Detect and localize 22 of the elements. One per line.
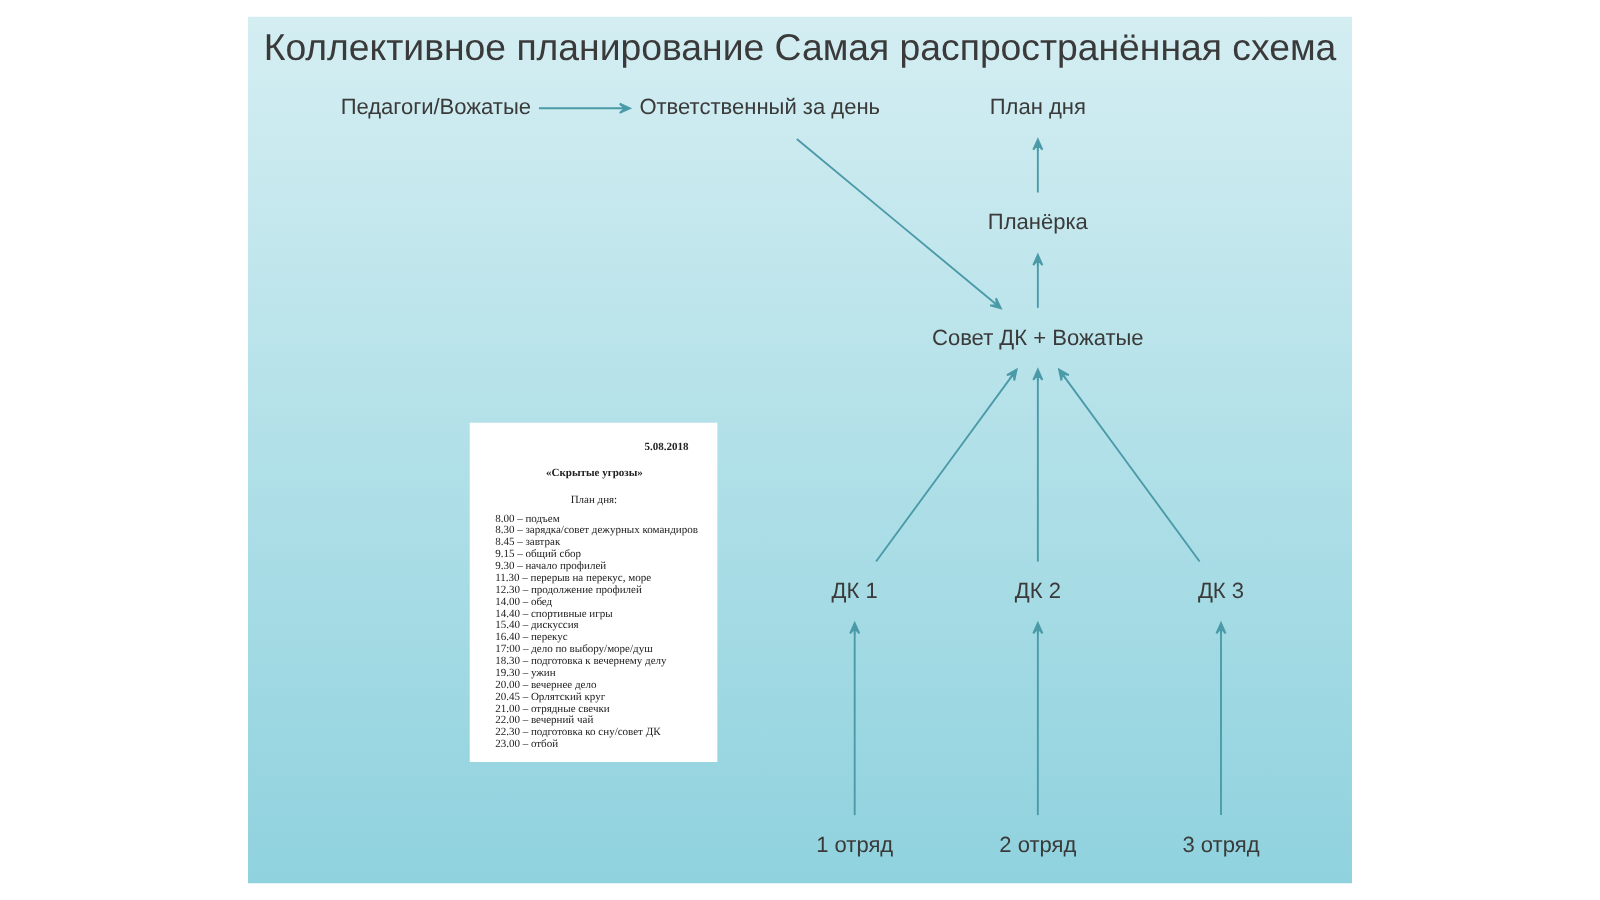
node-text: ДК 1: [831, 580, 878, 605]
arrow: [1215, 622, 1227, 817]
arrow: [1032, 368, 1044, 563]
node-text: Ответственный за день: [639, 96, 881, 121]
arrow: [1032, 138, 1044, 194]
arrow: [1032, 253, 1044, 309]
node-text: План дня: [989, 96, 1086, 121]
arrow: [875, 368, 1018, 563]
arrow: [538, 102, 631, 114]
arrow: [849, 622, 861, 817]
node-text: 1 отряд: [816, 833, 894, 858]
node-text: ДК 2: [1014, 580, 1061, 605]
arrow: [1058, 368, 1201, 563]
arrow: [1032, 622, 1044, 817]
node-text: 3 отряд: [1182, 833, 1260, 858]
node-text: Совет ДК + Вожатые: [932, 326, 1144, 351]
node-text: Планёрка: [987, 211, 1088, 236]
node-text: ДК 3: [1197, 580, 1245, 605]
node-text: Педагоги/Вожатые: [340, 96, 531, 121]
arrow: [795, 138, 1002, 310]
diagram-title: Коллективное планирование Самая распространённая схема: [263, 26, 1337, 69]
node-text: 2 отряд: [999, 833, 1077, 858]
